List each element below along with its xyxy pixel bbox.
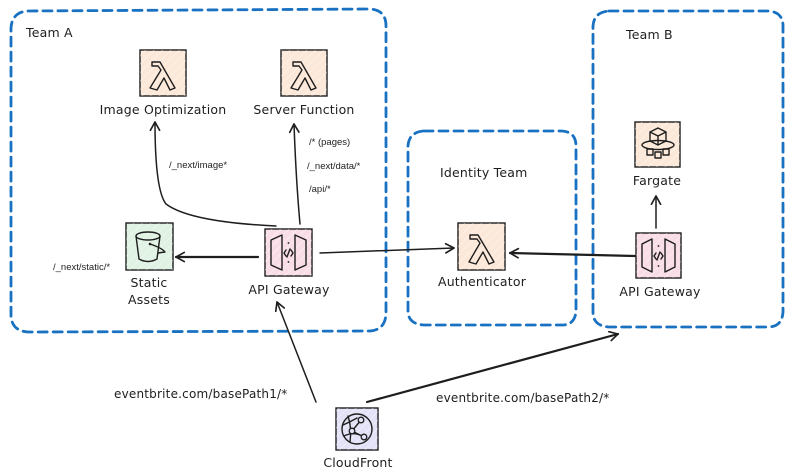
api-gateway-b-label: API Gateway [619, 284, 701, 299]
hatch-overlay [336, 408, 378, 450]
edge-apigw-to-server-function [288, 123, 301, 225]
lambda-icon [468, 234, 495, 265]
group-team-a[interactable]: Team A [9, 7, 388, 334]
edge-apigw-a-to-authenticator [319, 242, 455, 254]
cloudfront-icon [341, 413, 373, 445]
route-label-pages: /* (pages) [309, 137, 350, 148]
route-label-image: /_next/image* [169, 160, 227, 171]
cloudfront-label: CloudFront [323, 455, 392, 470]
team-a-border [9, 7, 388, 334]
lambda-icon [149, 61, 176, 91]
bucket-icon [135, 231, 166, 263]
node-cloudfront[interactable]: CloudFront [323, 407, 392, 470]
static-assets-label-line2: Assets [128, 292, 170, 307]
identity-team-border [406, 129, 578, 327]
node-api-gateway-team-a[interactable]: API Gateway [248, 228, 330, 297]
route-label-data: /_next/data/* [307, 161, 361, 172]
edge-cloudfront-to-team-b [365, 330, 620, 404]
hatch-overlay [458, 223, 505, 270]
route-label-basepath2: eventbrite.com/basePath2/* [436, 391, 609, 405]
hatch-overlay [140, 50, 186, 96]
edge-apigw-b-to-authenticator [508, 247, 637, 259]
team-b-border [591, 9, 785, 329]
team-a-label: Team A [25, 25, 73, 40]
node-authenticator[interactable]: Authenticator [438, 222, 527, 289]
server-function-label: Server Function [253, 102, 354, 117]
node-fargate[interactable]: Fargate [633, 121, 681, 188]
api-gateway-icon [270, 234, 307, 271]
authenticator-label: Authenticator [438, 274, 527, 289]
node-image-optimization[interactable]: Image Optimization [100, 49, 227, 117]
edge-apigw-to-image-optimization [149, 121, 277, 227]
team-b-label: Team B [625, 27, 673, 42]
fargate-label: Fargate [633, 173, 681, 188]
node-api-gateway-team-b[interactable]: API Gateway [619, 232, 701, 299]
node-static-assets[interactable]: Static Assets [125, 222, 174, 307]
group-identity-team[interactable]: Identity Team [406, 129, 578, 327]
api-gateway-icon [641, 238, 676, 273]
hatch-overlay [126, 223, 173, 270]
lambda-icon [290, 61, 317, 91]
image-optimization-label: Image Optimization [100, 102, 227, 117]
route-label-basepath1: eventbrite.com/basePath1/* [114, 387, 287, 401]
edges [149, 121, 662, 404]
route-label-api: /api/* [309, 184, 331, 195]
node-server-function[interactable]: Server Function [253, 49, 354, 117]
edge-cloudfront-to-apigw-a [274, 301, 317, 403]
api-gateway-a-label: API Gateway [248, 282, 330, 297]
route-label-static: /_next/static/* [53, 262, 110, 273]
hatch-overlay [281, 50, 327, 96]
group-team-b[interactable]: Team B [591, 9, 785, 329]
identity-team-label: Identity Team [440, 165, 528, 180]
static-assets-label-line1: Static [131, 275, 168, 290]
fargate-icon [641, 127, 675, 159]
